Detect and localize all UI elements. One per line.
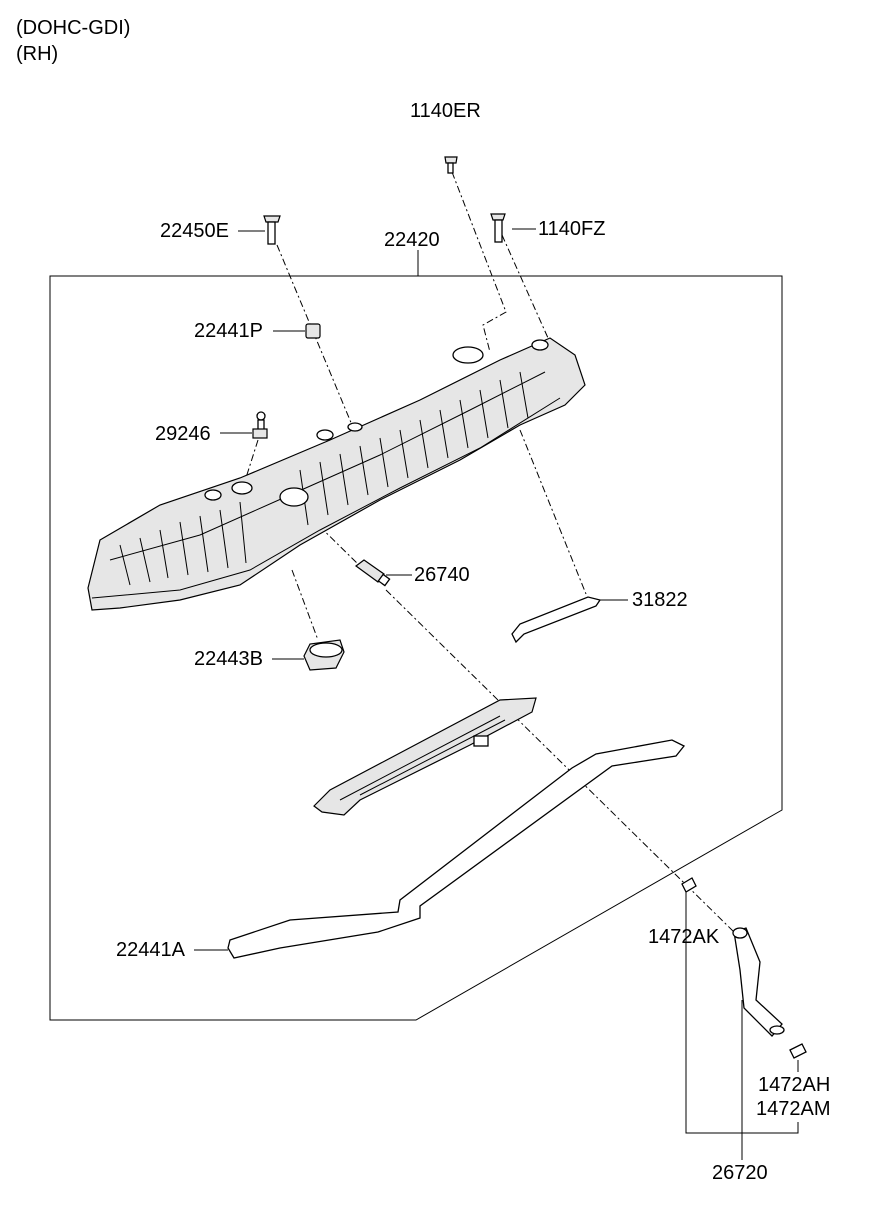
axis-22450E [276, 244, 353, 426]
part-label-1472AM: 1472AM [756, 1098, 831, 1120]
clamp-1472AK [681, 877, 697, 893]
part-label-29246: 29246 [155, 423, 211, 445]
sleeve-22441P [305, 323, 321, 339]
header-side: (RH) [16, 43, 59, 65]
axis-1140ER [451, 171, 507, 353]
part-label-26740: 26740 [414, 564, 470, 586]
part-label-22450E: 22450E [160, 220, 229, 242]
part-label-1472AH: 1472AH [758, 1074, 831, 1096]
part-label-26720: 26720 [712, 1162, 768, 1184]
assembly-outline [49, 275, 783, 1021]
part-label-22441P: 22441P [194, 320, 263, 342]
gasket-31822 [511, 596, 602, 644]
cylinder-head-cover-22420 [87, 337, 586, 611]
axis-31822 [519, 429, 587, 595]
axis-22443B [291, 569, 319, 641]
axis-26720 [385, 589, 735, 933]
part-label-22443B: 22443B [194, 648, 263, 670]
seal-22443B [303, 639, 345, 671]
axis-1140FZ [501, 234, 549, 339]
bolt-22450E [263, 215, 281, 245]
part-label-22420: 22420 [384, 229, 440, 251]
pcv-valve-26740 [354, 559, 391, 587]
header-engine-type: (DOHC-GDI) [16, 17, 131, 39]
bolt-1140FZ [490, 213, 506, 243]
part-label-31822: 31822 [632, 589, 688, 611]
bolt-29246 [252, 411, 268, 439]
breather-hose-26720 [732, 927, 785, 1037]
part-label-1472AK: 1472AK [648, 926, 720, 948]
part-label-22441A: 22441A [116, 939, 185, 961]
part-label-1140FZ: 1140FZ [538, 218, 606, 240]
baffle-plate [313, 697, 537, 816]
bolt-1140ER [444, 156, 458, 174]
gasket-22441A [227, 739, 686, 959]
part-label-1140ER: 1140ER [410, 100, 481, 122]
clamp-1472AH [789, 1043, 807, 1059]
